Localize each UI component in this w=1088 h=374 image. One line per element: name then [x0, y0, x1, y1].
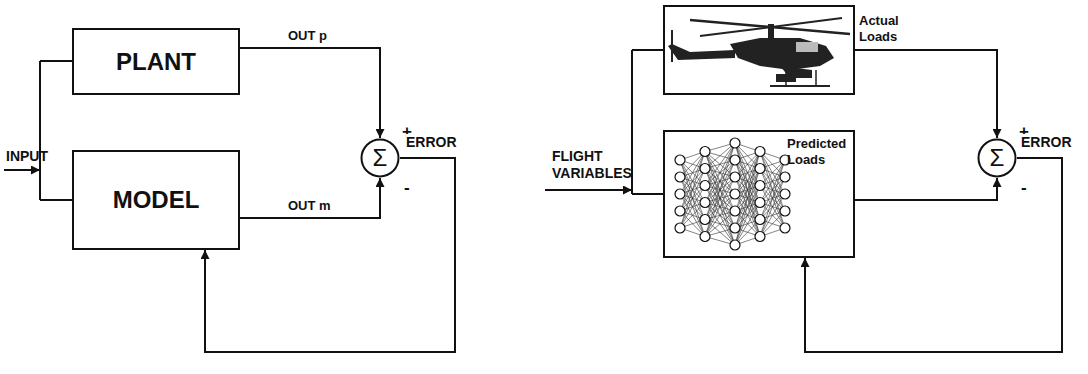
- sum-symbol: Σ: [373, 146, 388, 170]
- network-neuron: [755, 232, 765, 242]
- helicopter-box: Actual Loads: [663, 5, 855, 95]
- network-neuron: [730, 240, 740, 250]
- network-neuron: [780, 172, 790, 182]
- network-neuron: [675, 223, 685, 233]
- network-neuron: [730, 155, 740, 165]
- network-neuron: [675, 206, 685, 216]
- helicopter-illustration: [668, 18, 850, 86]
- network-neuron: [675, 155, 685, 165]
- neural-network-illustration: [675, 138, 790, 250]
- network-box: Predicted Loads: [663, 130, 855, 258]
- network-neuron: [755, 198, 765, 208]
- network-neuron: [700, 232, 710, 242]
- input-wiring: [4, 61, 72, 200]
- block-label: MODEL: [113, 185, 200, 215]
- signal-label: OUT p: [288, 28, 327, 43]
- network-neuron: [700, 164, 710, 174]
- network-neuron: [730, 138, 740, 148]
- signal-connector: [205, 158, 455, 352]
- network-neuron: [755, 215, 765, 225]
- signal-connector: [240, 178, 380, 218]
- signal-connector: [855, 178, 997, 200]
- summing-junction: Σ: [977, 138, 1017, 178]
- signal-label: OUT m: [288, 198, 331, 213]
- network-neuron: [700, 181, 710, 191]
- block-label: PLANT: [116, 47, 196, 77]
- network-neuron: [700, 147, 710, 157]
- sum-symbol: Σ: [990, 146, 1005, 170]
- signal-connector: [240, 48, 380, 138]
- network-link: [705, 211, 735, 237]
- network-neuron: [780, 223, 790, 233]
- network-neuron: [780, 206, 790, 216]
- network-neuron: [700, 215, 710, 225]
- input-label: INPUT: [6, 148, 48, 165]
- network-neuron: [675, 172, 685, 182]
- network-neuron: [780, 189, 790, 199]
- summing-junction: Σ: [360, 138, 400, 178]
- plant-box: PLANT: [72, 28, 240, 95]
- flight-variable-wiring: [545, 50, 663, 194]
- network-neuron: [730, 206, 740, 216]
- output-caption: Predicted Loads: [787, 136, 849, 169]
- signal-label: ERROR: [1021, 134, 1072, 150]
- signal-connector: [805, 158, 1062, 352]
- signal-label: ERROR: [406, 134, 457, 150]
- model-box: MODEL: [72, 150, 240, 250]
- network-neuron: [755, 164, 765, 174]
- network-neuron: [755, 181, 765, 191]
- network-neuron: [755, 147, 765, 157]
- signal-connector: [855, 50, 997, 138]
- network-neuron: [730, 189, 740, 199]
- network-neuron: [730, 223, 740, 233]
- network-neuron: [730, 172, 740, 182]
- input-label: FLIGHT VARIABLES: [552, 148, 644, 182]
- sign-mark: -: [404, 178, 410, 198]
- network-neuron: [700, 198, 710, 208]
- network-neuron: [675, 189, 685, 199]
- sign-mark: -: [1021, 178, 1027, 198]
- output-caption: Actual Loads: [859, 13, 921, 46]
